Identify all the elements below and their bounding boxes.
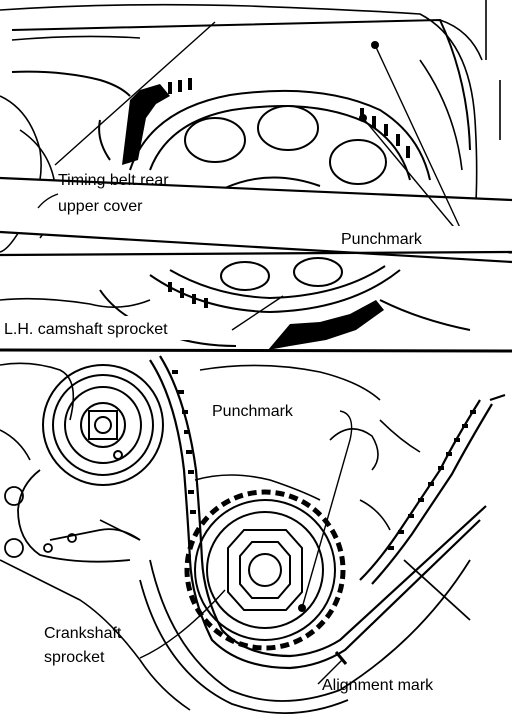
leader-lines-lower — [140, 411, 352, 684]
label-crankshaft-sprocket-line2: sprocket — [44, 649, 105, 666]
timing-belt-teeth-upper — [122, 78, 410, 165]
crankshaft-sprocket — [187, 492, 343, 648]
label-timing-belt-rear-upper-cover-line2: upper cover — [58, 198, 143, 215]
oil-pump-housing — [140, 560, 470, 713]
callouts: Timing belt rear upper cover Punchmark L… — [4, 172, 434, 694]
label-crankshaft-sprocket-line1: Crankshaft — [44, 625, 122, 642]
engine-background-lower — [0, 363, 420, 710]
alignment-mark-tick — [336, 652, 346, 664]
lh-camshaft-sprocket-upper — [130, 91, 430, 188]
belt-tensioner-pulley — [43, 365, 163, 485]
tensioner-bracket — [5, 470, 140, 562]
panel-divider — [0, 350, 512, 351]
timing-belt-teeth — [172, 370, 476, 550]
label-punchmark-lower: Punchmark — [212, 403, 294, 420]
leader-lines-upper — [38, 22, 462, 330]
label-punchmark-upper: Punchmark — [341, 231, 423, 248]
label-alignment-mark: Alignment mark — [322, 677, 434, 694]
upper-panel — [0, 0, 512, 350]
timing-belt-teeth-lower — [168, 282, 384, 350]
label-timing-belt-rear-upper-cover-line1: Timing belt rear — [58, 172, 169, 189]
label-lh-camshaft-sprocket: L.H. camshaft sprocket — [4, 321, 168, 338]
timing-belt-rear-upper-cover — [12, 20, 470, 160]
lower-panel — [0, 356, 505, 713]
lh-camshaft-sprocket-lower — [100, 258, 470, 346]
engine-background-upper — [0, 0, 500, 307]
